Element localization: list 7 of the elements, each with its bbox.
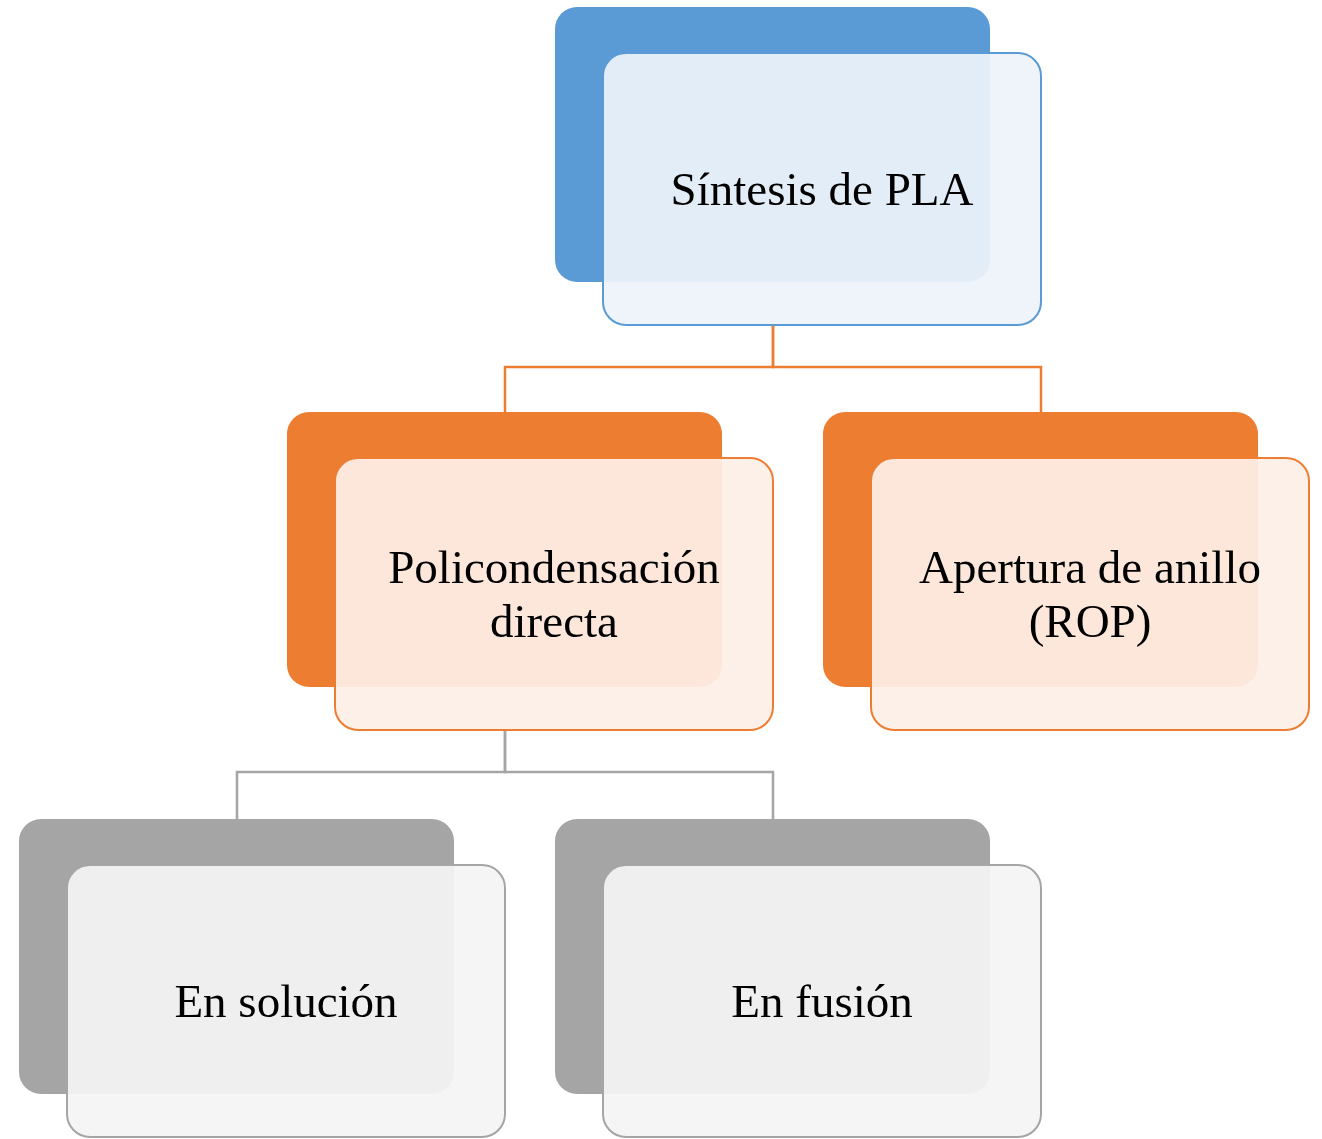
connector-line [771,326,1043,412]
connector-line [503,731,775,819]
node-text: En fusión [731,973,913,1028]
node-text: Policondensación directa [387,539,721,649]
node-text: Apertura de anillo (ROP) [918,539,1262,649]
node-text: En solución [174,973,398,1028]
node-text: Síntesis de PLA [670,161,974,216]
